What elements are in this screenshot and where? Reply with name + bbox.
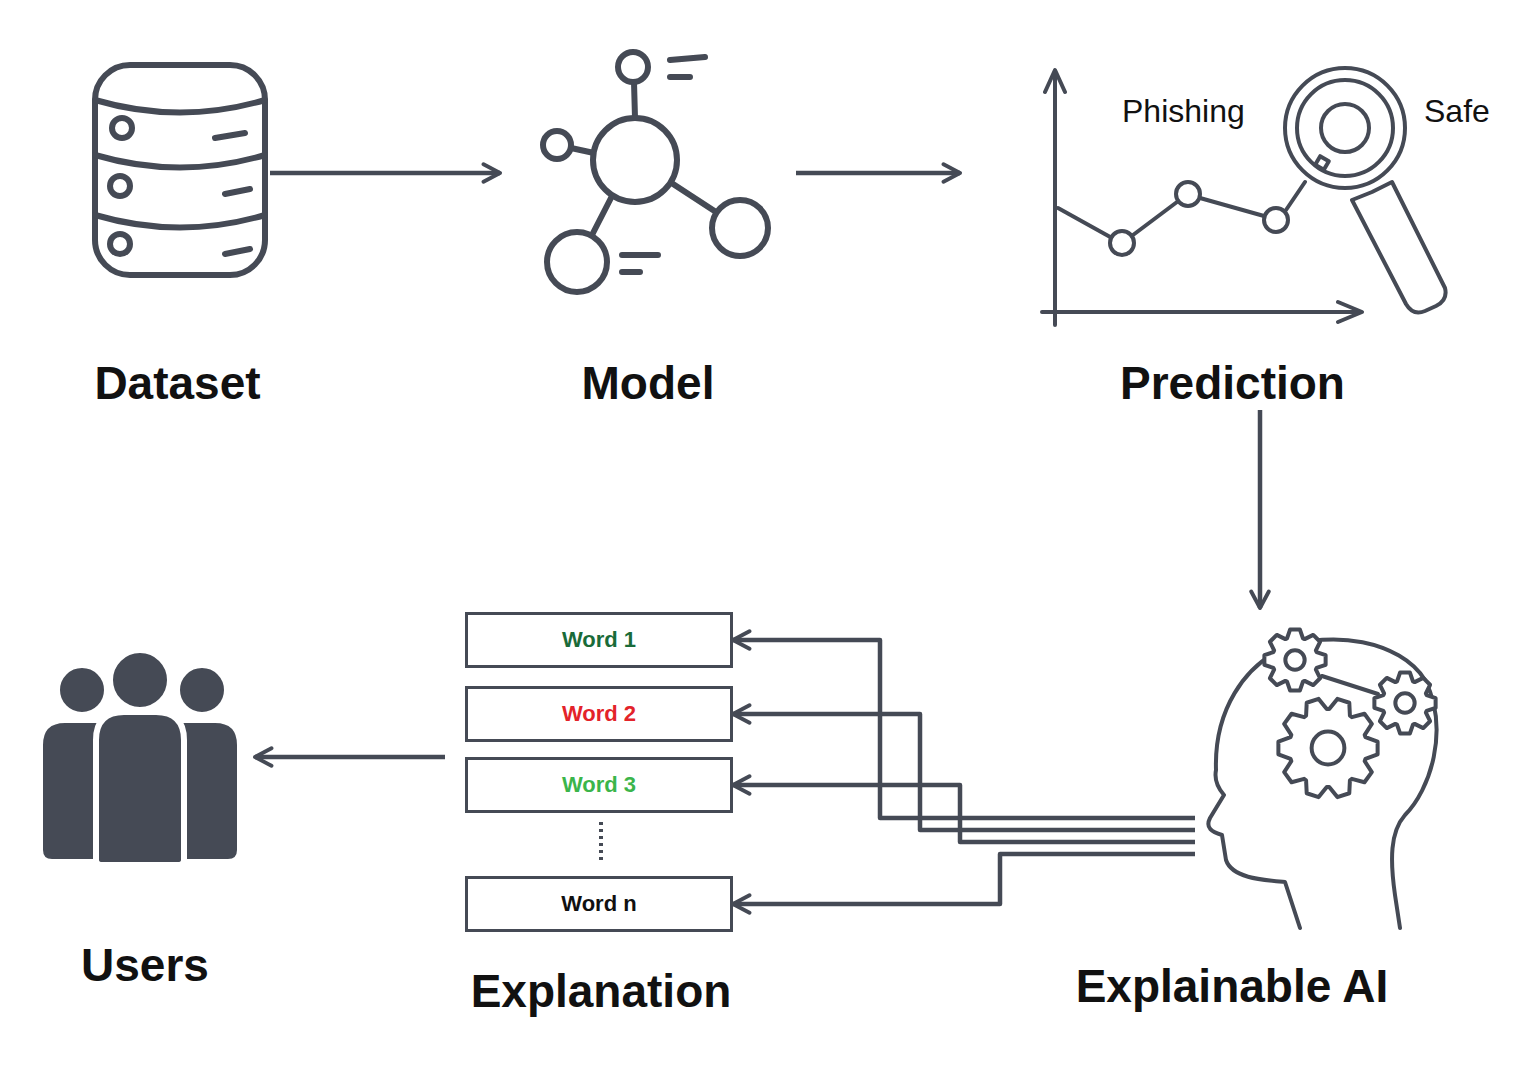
gear <box>1264 629 1325 690</box>
block-caption: Explanation <box>471 965 732 1018</box>
model-node <box>547 232 607 292</box>
model-node <box>543 131 571 159</box>
gear-teeth <box>1264 629 1325 690</box>
database-dash <box>225 189 250 194</box>
magnifier-glint <box>1321 104 1369 152</box>
word-box: Word n <box>465 876 733 932</box>
gear-hole <box>1312 732 1345 765</box>
gear-teeth <box>1374 672 1435 733</box>
head-outline <box>1208 639 1436 928</box>
user-head <box>57 665 107 715</box>
explainable-ai-block: Explainable AI <box>1195 608 1445 1013</box>
gear-hole <box>1285 650 1304 669</box>
database-divider <box>95 155 265 168</box>
chart-point <box>1110 231 1134 255</box>
word-box: Word 1 <box>465 612 733 668</box>
chart-point <box>1176 182 1200 206</box>
database-icon <box>95 65 265 275</box>
gear-hole <box>1395 693 1414 712</box>
class-label: Phishing <box>1122 92 1245 130</box>
gear-link <box>1322 676 1378 694</box>
chart-axis <box>1045 70 1065 325</box>
model-link <box>571 82 716 235</box>
chart-line <box>1058 182 1305 238</box>
database-rim <box>95 100 265 113</box>
magnifier-glass <box>1297 80 1393 176</box>
model-dash <box>622 57 705 272</box>
magnifier-mark <box>1315 156 1329 170</box>
flow-arrow <box>270 171 500 176</box>
word-box: Word 2 <box>465 686 733 742</box>
magnifier-rim <box>1285 68 1405 188</box>
block-caption: Prediction <box>1120 357 1345 410</box>
database-led <box>110 176 130 196</box>
user-body <box>96 712 184 865</box>
model-icon <box>543 52 768 292</box>
gear <box>1374 672 1435 733</box>
word-box: Word 3 <box>465 757 733 813</box>
model-block: Model <box>500 55 796 410</box>
word-label: Word 2 <box>562 701 636 727</box>
block-caption: Explainable AI <box>1076 960 1389 1013</box>
user-body <box>40 720 100 862</box>
flow-arrow <box>733 640 1195 818</box>
users-icon <box>40 650 240 865</box>
database-led <box>112 118 132 138</box>
magnifier-icon <box>1285 68 1446 312</box>
flow-arrow <box>733 714 1195 830</box>
gear-teeth <box>1278 699 1377 797</box>
block-caption: Users <box>81 939 209 992</box>
database-dash <box>225 249 250 254</box>
database-dash <box>215 133 245 138</box>
chart-axis <box>1042 302 1362 322</box>
ellipsis-dots <box>599 822 603 862</box>
flow-arrow <box>796 171 960 176</box>
flow-arrow <box>255 755 445 760</box>
head-icon <box>1208 639 1436 928</box>
database-body <box>95 65 265 275</box>
flow-arrow <box>733 854 1195 904</box>
gear <box>1278 699 1377 797</box>
chart-point <box>1264 208 1288 232</box>
flow-arrow <box>1258 410 1263 608</box>
database-led <box>110 234 130 254</box>
database-divider <box>95 215 265 228</box>
block-caption: Model <box>582 357 715 410</box>
users-block: Users <box>35 640 255 992</box>
user-head <box>177 665 227 715</box>
model-hub <box>593 118 677 202</box>
model-node <box>618 52 648 82</box>
magnifier-handle <box>1352 182 1446 312</box>
word-label: Word n <box>561 891 636 917</box>
flow-arrow <box>733 785 1195 842</box>
word-label: Word 3 <box>562 772 636 798</box>
class-label: Safe <box>1424 92 1490 130</box>
model-node <box>712 200 768 256</box>
user-head <box>110 650 170 710</box>
block-caption: Dataset <box>94 357 260 410</box>
explanation-dots <box>599 822 603 862</box>
dataset-block: Dataset <box>85 55 270 410</box>
word-label: Word 1 <box>562 627 636 653</box>
gears-icon <box>1264 629 1435 797</box>
user-body <box>180 720 240 862</box>
explanation-group: Explanation Word 1 Word 2 Word 3 Word n <box>445 598 757 1018</box>
